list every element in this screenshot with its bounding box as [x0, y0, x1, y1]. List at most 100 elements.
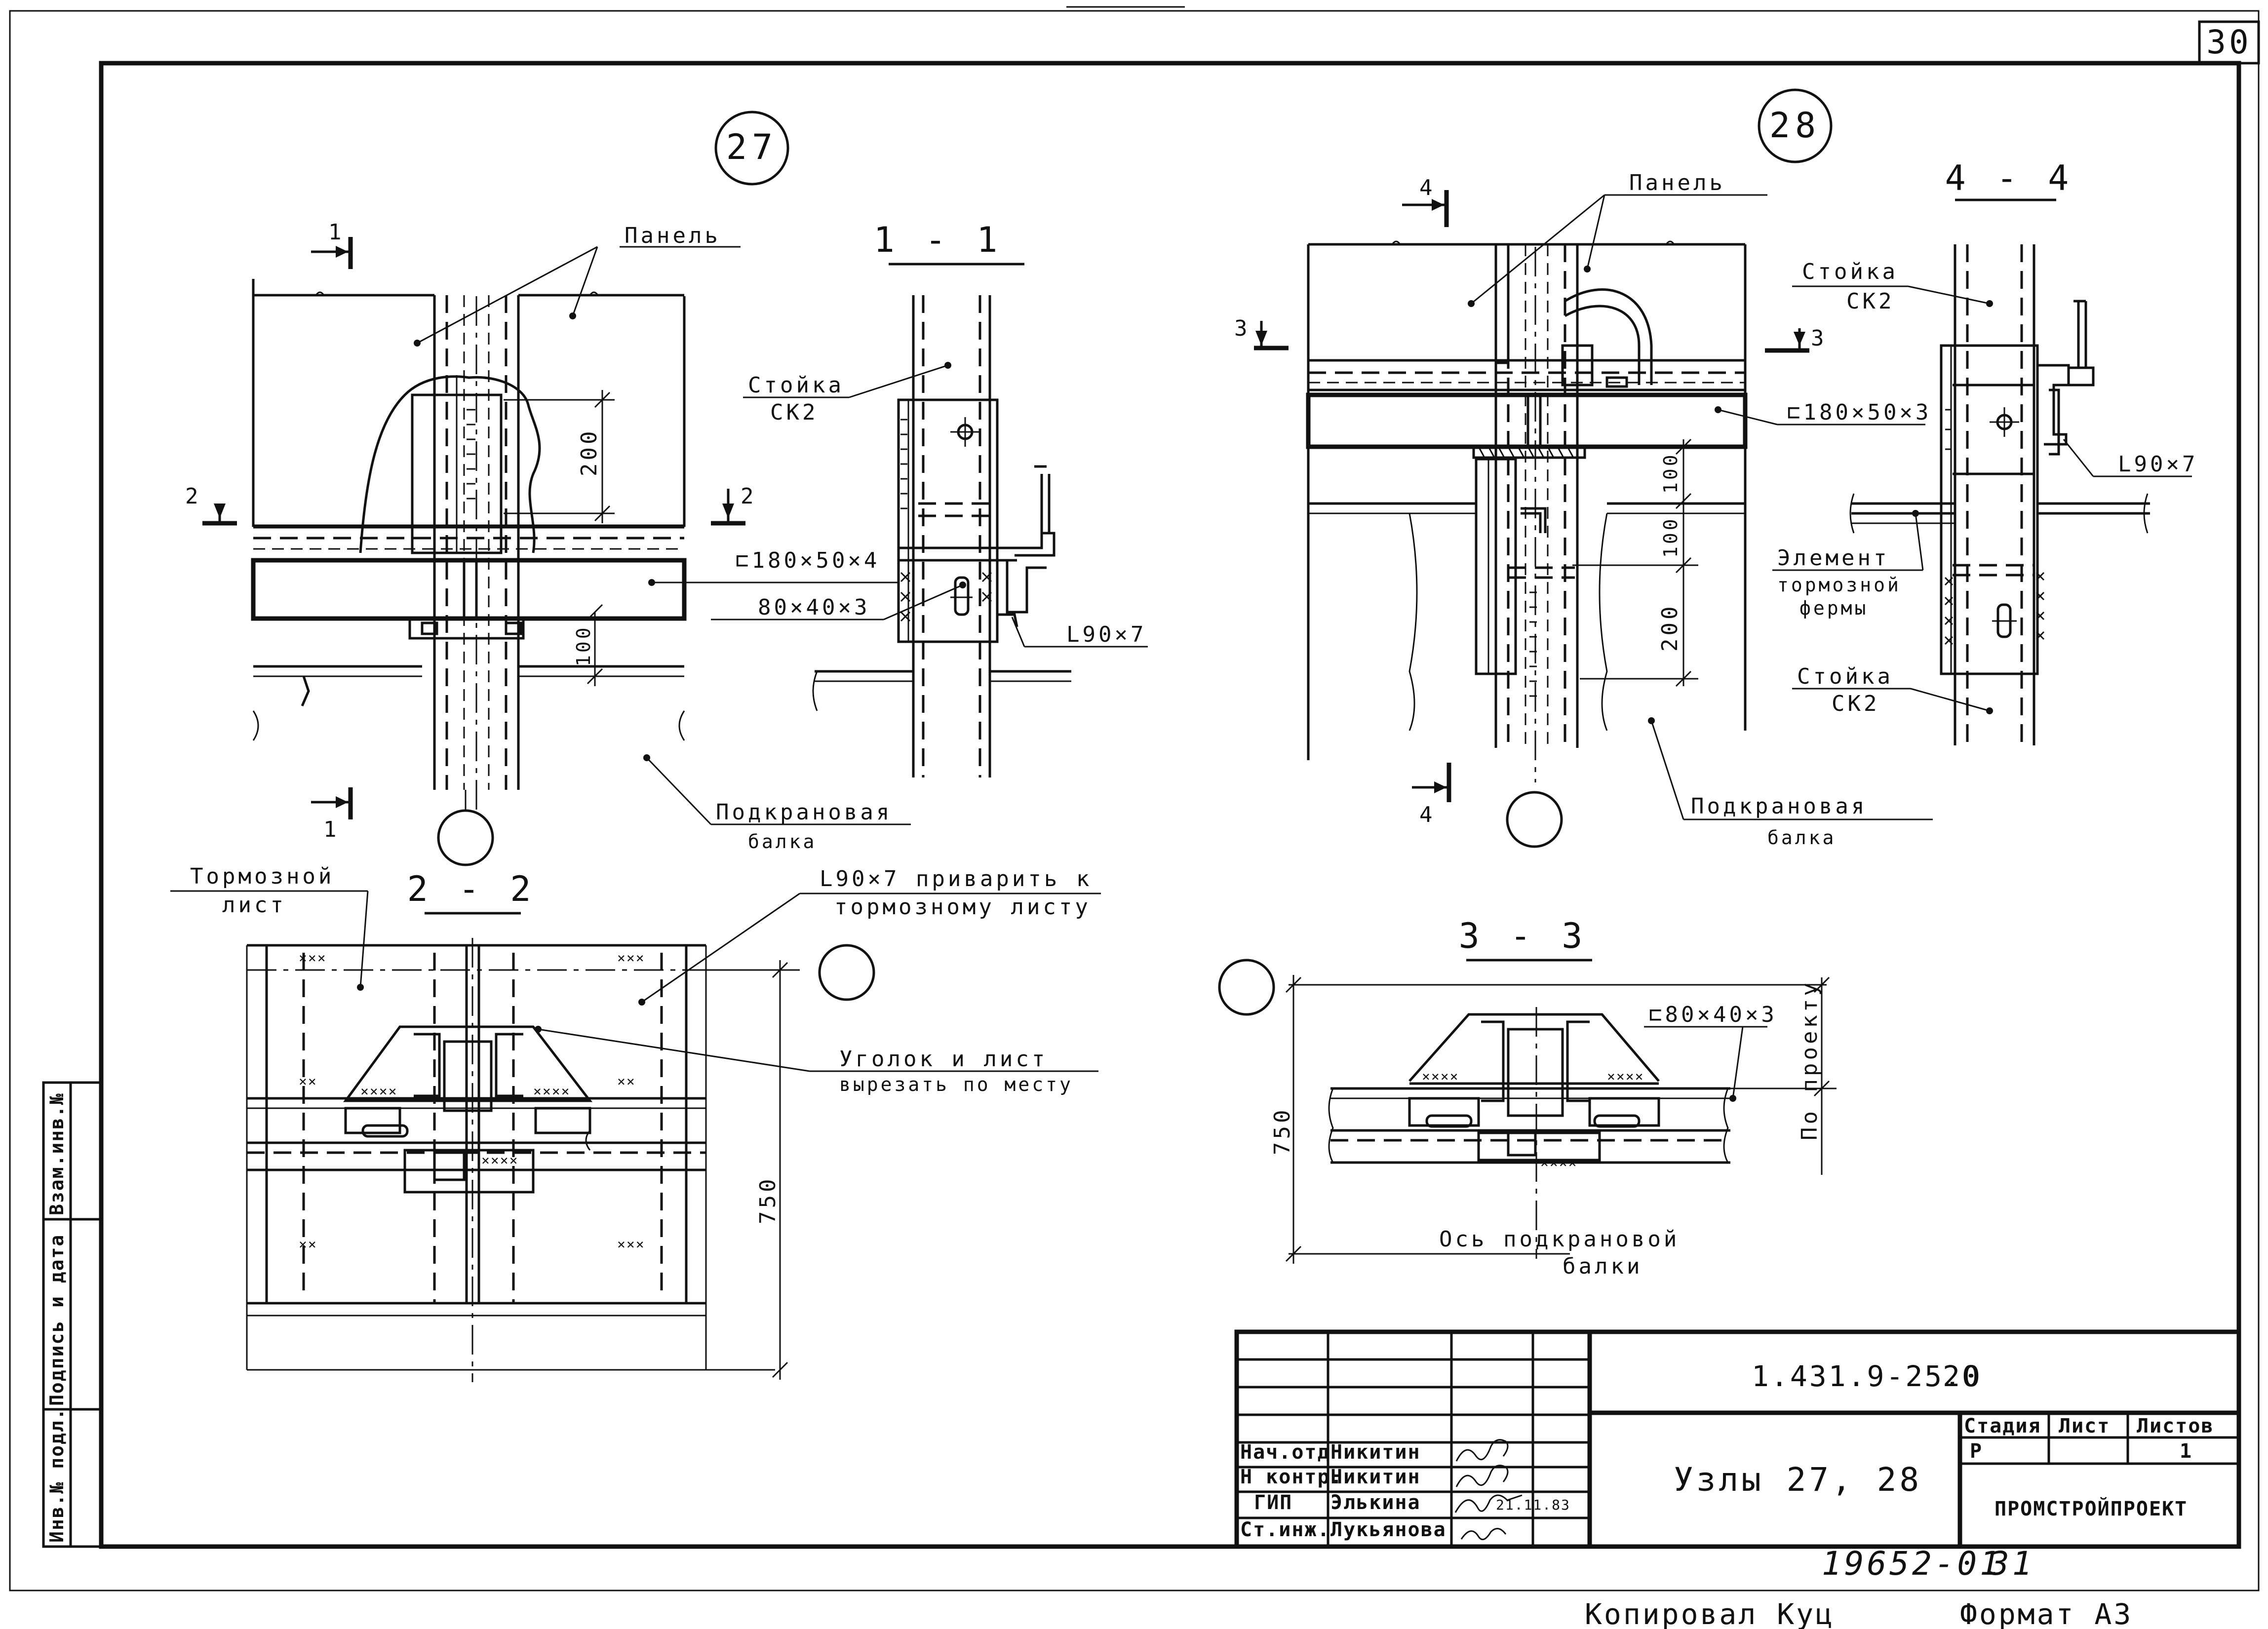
truss-label-1: Элемент	[1777, 545, 1889, 571]
dim-100a-label: 100	[1660, 452, 1681, 494]
node-28: 28	[1234, 88, 1933, 849]
stage-header: Стадия	[1964, 1415, 2041, 1437]
footer: 19652-01 31 Копировал Куц Формат А3	[1585, 1545, 2133, 1629]
copied-by: Копировал Куц	[1585, 1597, 1835, 1629]
post-top-label-2: СК2	[1846, 289, 1894, 314]
truss-label-2: тормозной	[1777, 574, 1901, 596]
cut-3-left-label: 3	[1234, 316, 1251, 341]
panel-label-28: Панель	[1629, 170, 1725, 195]
cut-2-right-label: 2	[741, 484, 757, 509]
brake-sheet-label-1: Тормозной	[190, 864, 334, 889]
node-27-dim-200: 200	[504, 390, 615, 523]
cut-2-left-label: 2	[185, 484, 201, 509]
node-28-marker	[1758, 88, 1833, 163]
node-27-panel-label: Панель	[414, 223, 741, 347]
sig-role-3: ГИП	[1254, 1491, 1292, 1514]
section-4-4: 4 - 4 Стойка	[1772, 158, 2198, 745]
cut-2-right: 2	[711, 484, 757, 526]
signature-1	[1455, 1439, 1509, 1462]
sig-name-4: Лукьянова	[1330, 1518, 1447, 1541]
cut-2-left: 2	[185, 484, 237, 526]
cut-1-top-label: 1	[328, 220, 345, 245]
node-28-dims: 100 100 200	[1572, 438, 1698, 687]
section-2-2-dim-750: 750	[691, 960, 800, 1380]
dim-200-label: 200	[577, 428, 602, 476]
sig-role-1: Нач.отд	[1240, 1441, 1330, 1464]
post-label-2: СК2	[770, 400, 818, 425]
axis-label-1: Ось подкрановой	[1439, 1227, 1680, 1252]
weld-note-label-1: L90×7 приварить к	[820, 866, 1092, 892]
brake-sheet-label: Тормозной лист	[170, 864, 369, 991]
weld-marks-1: ×××	[299, 950, 327, 966]
cut-3-left: 3	[1234, 316, 1289, 350]
node-27-dim-100: 100	[573, 604, 603, 686]
cut-note-label-1: Уголок и лист	[839, 1047, 1048, 1072]
side-label-signature: Подпись и дата	[46, 1234, 68, 1406]
brake-sheet-label-2: лист	[222, 892, 286, 918]
section-3-3: 3 - 3 ×××× ×××× ×××× 7	[1218, 916, 1837, 1279]
signature-3	[1454, 1494, 1523, 1513]
weld-note-label-2: тормозному листу	[834, 894, 1091, 920]
drawing-code: 1.431.9-25.0	[1752, 1359, 1982, 1393]
signature-2	[1455, 1465, 1509, 1487]
weld-marks-33-2: ××××	[1607, 1068, 1644, 1085]
organization-name: ПРОМСТРОЙПРОЕКТ	[1994, 1497, 2188, 1520]
post-label-1: Стойка	[748, 373, 844, 398]
cut-4-bottom: 4	[1412, 763, 1451, 827]
sig-role-2: Н контр.	[1240, 1466, 1343, 1488]
page-number: 31	[1989, 1545, 2034, 1583]
section-1-1-channel-label: 80×40×3	[711, 582, 966, 621]
cut-note-label-2: вырезать по месту	[839, 1074, 1073, 1095]
section-1-1: 1 - 1 Стойка	[711, 220, 1148, 777]
crane-beam-label-2: балка	[748, 831, 817, 853]
paper-format: Формат А3	[1960, 1597, 2133, 1629]
dim-750-label: 750	[755, 1176, 781, 1224]
section-2-2-title: 2 - 2	[407, 869, 536, 909]
sig-name-1: Никитин	[1330, 1441, 1421, 1464]
angle-label: L90×7	[1066, 622, 1146, 647]
node-27-marker	[714, 111, 789, 186]
weld-marks-33-1: ××××	[1422, 1068, 1459, 1085]
crane-beam-label-1: Подкрановая	[716, 800, 892, 825]
section-3-3-dim-750: 750	[1270, 975, 1827, 1264]
section-4-4-post-bottom-label: Стойка СК2	[1792, 664, 1993, 716]
drawing-title: Узлы 27, 28	[1674, 1461, 1922, 1499]
weld-marks-gusset-2: ××××	[533, 1083, 570, 1099]
outer-frame	[9, 10, 2260, 1591]
weld-marks-3: ××	[299, 1073, 317, 1089]
sig-name-2: Никитин	[1330, 1466, 1421, 1488]
weld-note-label: L90×7 приварить к тормозному листу	[638, 866, 1101, 1006]
post-bottom-label-2: СК2	[1832, 691, 1879, 716]
side-label-replace: Взам.инв.№	[46, 1092, 68, 1215]
cut-4-top: 4	[1402, 175, 1449, 227]
dim-100-label: 100	[573, 625, 594, 666]
section-1-1-title: 1 - 1	[874, 220, 1003, 260]
sheets-value: 1	[2180, 1440, 2192, 1463]
side-label-inv: Инв.№ подл.	[46, 1407, 68, 1543]
cut-4-top-label: 4	[1419, 175, 1436, 200]
section-4-4-title: 4 - 4	[1945, 158, 2074, 198]
beam-profile-28-label: ⊏180×50×3	[1787, 400, 1931, 425]
section-2-2: 2 - 2 ××× ××× ×× ×× ×× ××× ×××× ××××	[170, 864, 1101, 1382]
crane-beam-28-label-1: Подкрановая	[1691, 794, 1867, 819]
inner-frame	[99, 61, 2241, 1549]
sig-name-3: Элькина	[1330, 1491, 1421, 1514]
cut-3-right-label: 3	[1811, 326, 1827, 351]
cut-3-right: 3	[1765, 326, 1827, 353]
section-4-4-truss-label: Элемент тормозной фермы	[1772, 510, 1924, 619]
weld-marks-33-3: ××××	[1540, 1155, 1577, 1171]
weld-marks-2: ×××	[617, 950, 645, 966]
dim-100b-label: 100	[1660, 516, 1681, 558]
panel-label: Панель	[625, 223, 721, 248]
angle-44-label: L90×7	[2118, 452, 2198, 477]
by-project-dim: По проекту	[1730, 976, 1837, 1175]
node-27-axis-bubble	[437, 809, 494, 866]
crane-beam-28-label-2: балка	[1767, 827, 1836, 849]
signature-4	[1460, 1528, 1507, 1541]
dim-200b-label: 200	[1657, 604, 1682, 652]
section-4-4-post-top-label: Стойка СК2	[1792, 259, 1993, 314]
section-2-2-axis-bubble	[818, 944, 875, 1001]
axis-label: Ось подкрановой балки	[1439, 1227, 1680, 1279]
node-28-number: 28	[1769, 105, 1821, 146]
